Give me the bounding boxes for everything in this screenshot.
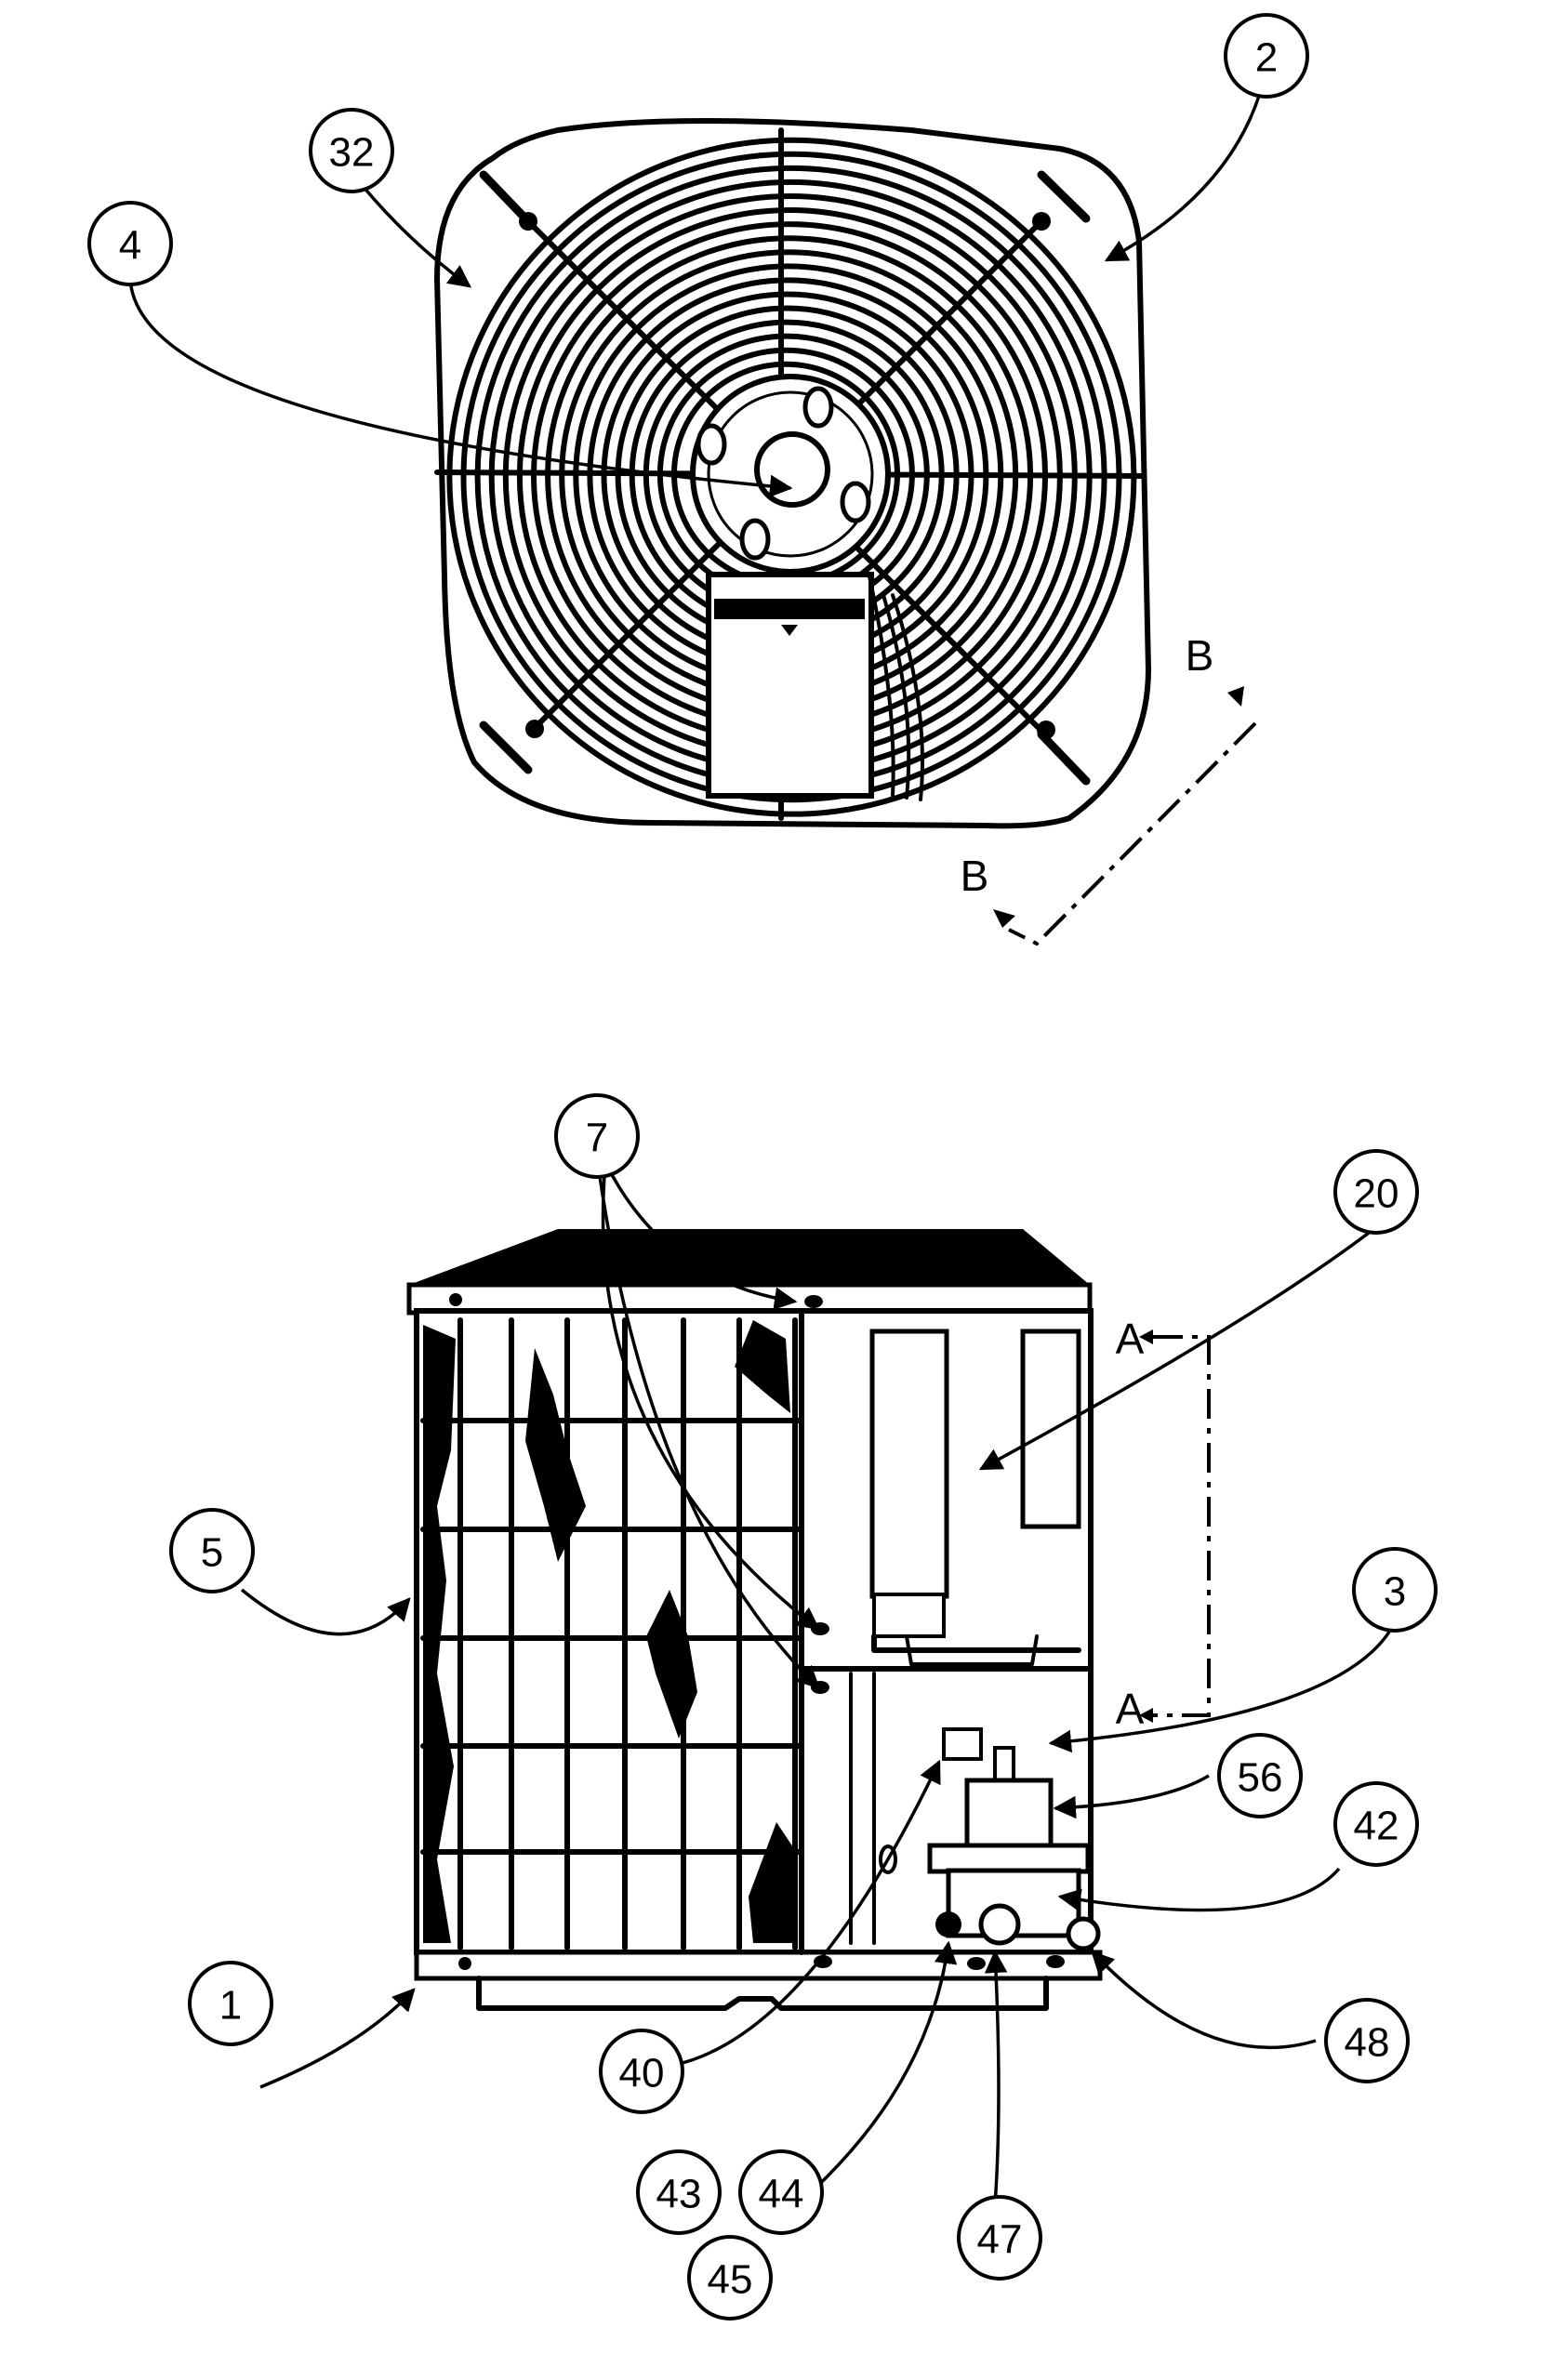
top-cap [409, 1229, 1090, 1285]
callout-label: 48 [1345, 2020, 1390, 2066]
callout-3: 3 [1352, 1547, 1438, 1633]
callout-32: 32 [309, 108, 394, 193]
section-line-a: A A [1116, 1315, 1211, 1733]
front-view [406, 1229, 1103, 2011]
callout-circle [687, 2235, 773, 2320]
callout-label: 20 [1354, 1171, 1399, 1217]
callout-label: 2 [1255, 35, 1278, 81]
callout-label: 56 [1238, 1755, 1283, 1801]
callout-label: 44 [759, 2172, 804, 2217]
callout-4: 4 [87, 201, 173, 286]
fan-motor-hub [690, 374, 891, 575]
callout-circle [599, 2029, 684, 2114]
callout-label: 5 [201, 1530, 223, 1576]
section-label-b-upper: B [1186, 631, 1214, 680]
callout-56: 56 [1217, 1733, 1303, 1818]
callout-circle [1224, 13, 1309, 99]
callout-40: 40 [599, 2029, 684, 2114]
callout-circle [957, 2195, 1042, 2281]
callout-circle [554, 1093, 640, 1179]
callout-1: 1 [188, 1961, 273, 2046]
callout-2: 2 [1224, 13, 1309, 99]
section-label-a-lower: A [1116, 1685, 1145, 1733]
coil-shading [423, 1320, 795, 1943]
callout-47: 47 [957, 2195, 1042, 2281]
callout-circle [188, 1961, 273, 2046]
callout-label: 47 [977, 2217, 1023, 2263]
callout-label: 42 [1354, 1804, 1399, 1849]
callout-label: 7 [586, 1116, 608, 1161]
callout-42: 42 [1333, 1781, 1419, 1867]
callout-20: 20 [1333, 1149, 1419, 1235]
callout-circle [1333, 1149, 1419, 1235]
callout-label: 45 [708, 2257, 753, 2303]
callout-circle [169, 1508, 255, 1593]
callout-circle [738, 2149, 824, 2235]
callout-label: 40 [619, 2051, 665, 2096]
callout-48: 48 [1324, 1998, 1410, 2083]
corner-slots [479, 170, 1091, 786]
grille-bolts [519, 212, 1055, 739]
callout-label: 43 [656, 2172, 702, 2217]
brand-plate [706, 572, 874, 799]
callout-44: 44 [738, 2149, 824, 2235]
callout-45: 45 [687, 2235, 773, 2320]
callout-circle [1333, 1781, 1419, 1867]
callout-label: 3 [1384, 1569, 1406, 1615]
service-panel [799, 1308, 1101, 1955]
callout-43: 43 [636, 2149, 722, 2235]
section-line-b: B B [961, 631, 1257, 946]
callout-label: 4 [119, 223, 141, 269]
top-cabinet-outline [434, 118, 1151, 829]
callout-circle [636, 2149, 722, 2235]
callout-5: 5 [169, 1508, 255, 1593]
callout-7: 7 [554, 1093, 640, 1179]
callout-circle [1352, 1547, 1438, 1633]
callout-label: 32 [329, 130, 375, 176]
callout-circle [87, 201, 173, 286]
top-view [434, 118, 1151, 829]
callout-circle [1324, 1998, 1410, 2083]
section-label-b-lower: B [961, 852, 989, 900]
callout-circle [309, 108, 394, 193]
callout-circle [1217, 1733, 1303, 1818]
section-label-a-upper: A [1116, 1315, 1145, 1363]
callout-label: 1 [219, 1983, 242, 2029]
